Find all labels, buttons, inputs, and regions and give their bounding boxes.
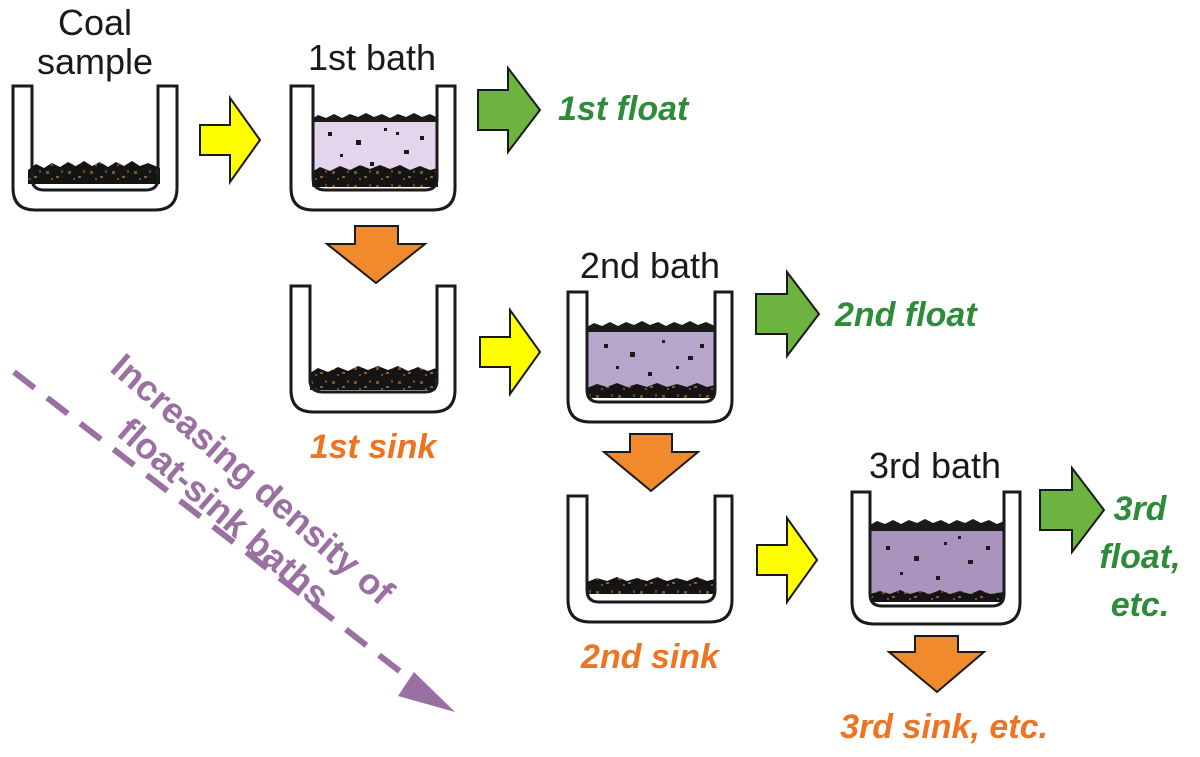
float2-label: 2nd float [834, 296, 978, 334]
coal-sample-container [11, 84, 179, 212]
right-arrow-icon [756, 514, 819, 606]
bath3-liquid [870, 525, 1004, 595]
bath3-container [850, 490, 1022, 626]
bath1-container [289, 84, 457, 212]
coal-sample-label-line1: Coal [58, 2, 132, 43]
bath3-float-layer [870, 519, 1004, 531]
bath2-label: 2nd bath [580, 245, 720, 286]
right-arrow-icon [479, 306, 542, 398]
bath2-liquid [587, 327, 715, 390]
beaker-icon [566, 494, 734, 624]
coal-layer [28, 161, 160, 184]
beaker-icon [566, 290, 734, 424]
bath1-label: 1st bath [308, 37, 436, 78]
down-arrow-icon [601, 433, 701, 493]
float3-label-line1: 3rd [1114, 490, 1168, 528]
float1-label: 1st float [558, 90, 690, 128]
right-arrow-icon [1039, 465, 1106, 555]
sink2-label: 2nd sink [580, 638, 721, 676]
sink2-coal-layer [587, 577, 715, 594]
bath1-sink-layer [312, 165, 438, 187]
bath2-particles [604, 340, 704, 376]
sink1-coal-layer [310, 366, 436, 390]
bath1-particles [328, 128, 424, 166]
beaker-icon [11, 84, 179, 212]
beaker-icon [850, 490, 1022, 626]
sink1-label: 1st sink [310, 428, 439, 466]
sink1-container [289, 284, 457, 414]
float3-label-line2: float, [1099, 538, 1180, 576]
bath3-label: 3rd bath [869, 445, 1001, 486]
down-arrow-icon [886, 635, 987, 694]
right-arrow-icon [755, 269, 821, 359]
bath2-float-layer [587, 321, 715, 332]
bath1-float-layer [312, 113, 438, 122]
down-arrow-icon [324, 225, 428, 285]
right-arrow-icon [477, 65, 542, 155]
bath3-particles [886, 536, 990, 580]
float3-label-line3: etc. [1111, 586, 1170, 624]
bath2-sink-layer [587, 383, 715, 398]
beaker-icon [289, 84, 457, 212]
right-arrow-icon [199, 94, 262, 186]
coal-sample-label-line2: sample [37, 41, 153, 82]
beaker-icon [289, 284, 457, 414]
sink3-label: 3rd sink, etc. [840, 708, 1048, 746]
dashed-diagonal-arrow-icon [12, 369, 455, 712]
sink2-container [566, 494, 734, 624]
bath3-sink-layer [870, 590, 1004, 602]
bath2-container [566, 290, 734, 424]
